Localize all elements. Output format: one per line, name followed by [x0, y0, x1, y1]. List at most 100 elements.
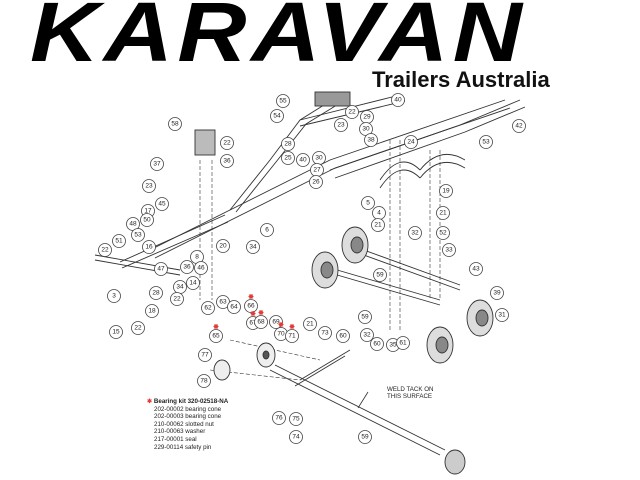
callout-16: 16	[142, 240, 156, 254]
callout-number: 66	[247, 303, 255, 310]
callout-number: 47	[157, 266, 165, 273]
callout-circle	[469, 262, 483, 276]
callout-4: 4	[372, 206, 386, 220]
callout-number: 53	[482, 139, 490, 146]
callout-number: 59	[376, 272, 384, 279]
callout-number: 22	[348, 109, 356, 116]
callout-circle	[373, 268, 387, 282]
callout-circle	[150, 157, 164, 171]
brand-logo: KARAVAN	[30, 0, 527, 79]
bearing-kit-marker-icon	[250, 311, 256, 316]
callout-circle	[198, 348, 212, 362]
callout-number: 53	[134, 232, 142, 239]
callout-circle	[358, 430, 372, 444]
callout-number: 8	[195, 254, 199, 261]
callout-number: 36	[223, 158, 231, 165]
callout-37: 37	[150, 157, 164, 171]
callout-number: 22	[223, 140, 231, 147]
callout-number: 55	[279, 98, 287, 105]
callout-5: 5	[361, 196, 375, 210]
callout-number: 39	[493, 290, 501, 297]
callout-53: 53	[131, 228, 145, 242]
assembly-guides	[199, 140, 441, 381]
callout-circle	[180, 260, 194, 274]
callout-19: 19	[439, 184, 453, 198]
callout-circle	[142, 179, 156, 193]
callout-31: 31	[495, 308, 509, 322]
callout-number: 38	[367, 137, 375, 144]
callout-number: 6	[265, 227, 269, 234]
callout-28: 28	[281, 137, 295, 151]
callout-22: 22	[345, 105, 359, 119]
callout-23: 23	[334, 118, 348, 132]
callout-number: 34	[176, 284, 184, 291]
callout-59: 59	[373, 268, 387, 282]
callout-number: 71	[288, 333, 296, 340]
callout-number: 40	[299, 157, 307, 164]
callout-number: 60	[373, 341, 381, 348]
callout-circle	[358, 310, 372, 324]
callout-number: 52	[439, 230, 447, 237]
callout-circle	[269, 315, 283, 329]
callout-76: 76	[272, 411, 286, 425]
callout-number: 76	[275, 415, 283, 422]
brand-tagline: Trailers Australia	[372, 67, 550, 92]
callout-circle	[436, 226, 450, 240]
callout-number: 16	[145, 244, 153, 251]
callout-number: 40	[394, 97, 402, 104]
callout-number: 78	[200, 378, 208, 385]
callout-34: 34	[173, 280, 187, 294]
callout-number: 28	[152, 290, 160, 297]
callout-34: 34	[246, 240, 260, 254]
callout-40: 40	[296, 153, 310, 167]
callout-50: 50	[140, 213, 154, 227]
callout-27: 27	[310, 163, 324, 177]
callout-33: 33	[442, 243, 456, 257]
callout-number: 31	[498, 312, 506, 319]
hub-assembly	[444, 449, 466, 475]
callout-number: 64	[230, 304, 238, 311]
callout-circle	[442, 243, 456, 257]
callout-71: 71	[285, 324, 299, 343]
callout-circle	[276, 94, 290, 108]
callout-number: 54	[273, 113, 281, 120]
callout-circle	[98, 243, 112, 257]
callout-number: 30	[362, 126, 370, 133]
callout-22: 22	[98, 243, 112, 257]
callout-number: 48	[129, 221, 137, 228]
callout-circle	[396, 336, 410, 350]
callout-number: 29	[363, 114, 371, 121]
winch	[194, 129, 216, 156]
callout-circle	[303, 317, 317, 331]
callout-number: 21	[374, 222, 382, 229]
callout-number: 60	[339, 333, 347, 340]
callout-number: 77	[201, 352, 209, 359]
roller	[314, 91, 351, 107]
callout-number: 75	[292, 416, 300, 423]
callout-number: 51	[115, 238, 123, 245]
callout-number: 32	[411, 230, 419, 237]
callout-circle	[109, 325, 123, 339]
callout-number: 43	[472, 266, 480, 273]
callout-64: 64	[227, 300, 241, 314]
bearing-kit-item: 202-00002 bearing cone	[154, 405, 222, 413]
callout-45: 45	[155, 197, 169, 211]
callout-number: 42	[515, 123, 523, 130]
callout-circle	[246, 240, 260, 254]
callout-75: 75	[289, 412, 303, 426]
callout-circle	[289, 412, 303, 426]
weld-leader	[357, 391, 369, 409]
callout-78: 78	[197, 374, 211, 388]
callout-circle	[512, 119, 526, 133]
callout-number: 19	[442, 188, 450, 195]
callout-25: 25	[281, 151, 295, 165]
callout-circle	[285, 329, 299, 343]
callout-number: 69	[272, 319, 280, 326]
bearing-kit-item: 217-00001 seal	[154, 435, 197, 443]
callout-circle	[244, 299, 258, 313]
callout-circle	[260, 223, 274, 237]
callout-circle	[370, 337, 384, 351]
callout-52: 52	[436, 226, 450, 240]
